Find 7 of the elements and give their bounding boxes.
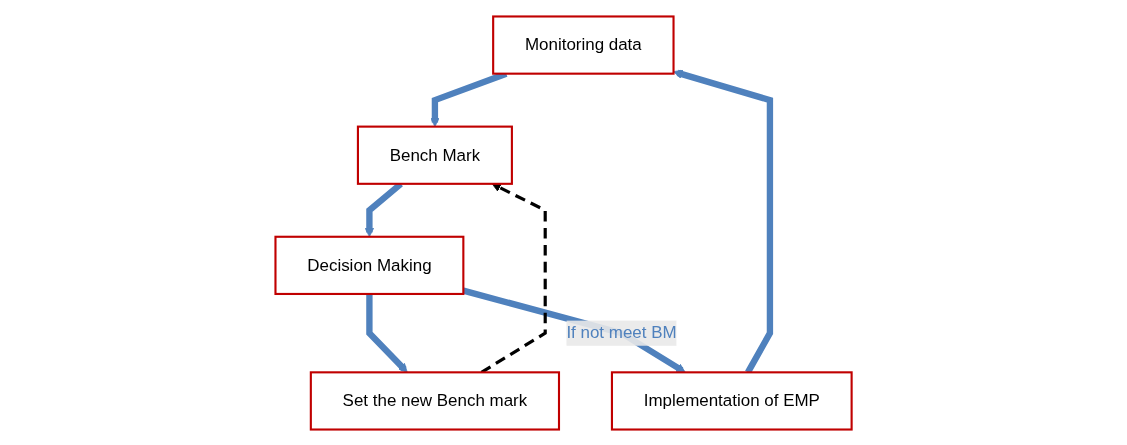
edge-label: If not meet BM bbox=[566, 323, 677, 342]
arrow bbox=[462, 287, 686, 373]
node-box: Monitoring data bbox=[492, 14, 675, 75]
node-box: Bench Mark bbox=[356, 125, 513, 185]
node-box: Set the new Bench mark bbox=[309, 370, 560, 431]
node-box: Implementation of EMP bbox=[610, 370, 853, 431]
node-box: Decision Making bbox=[274, 235, 465, 295]
